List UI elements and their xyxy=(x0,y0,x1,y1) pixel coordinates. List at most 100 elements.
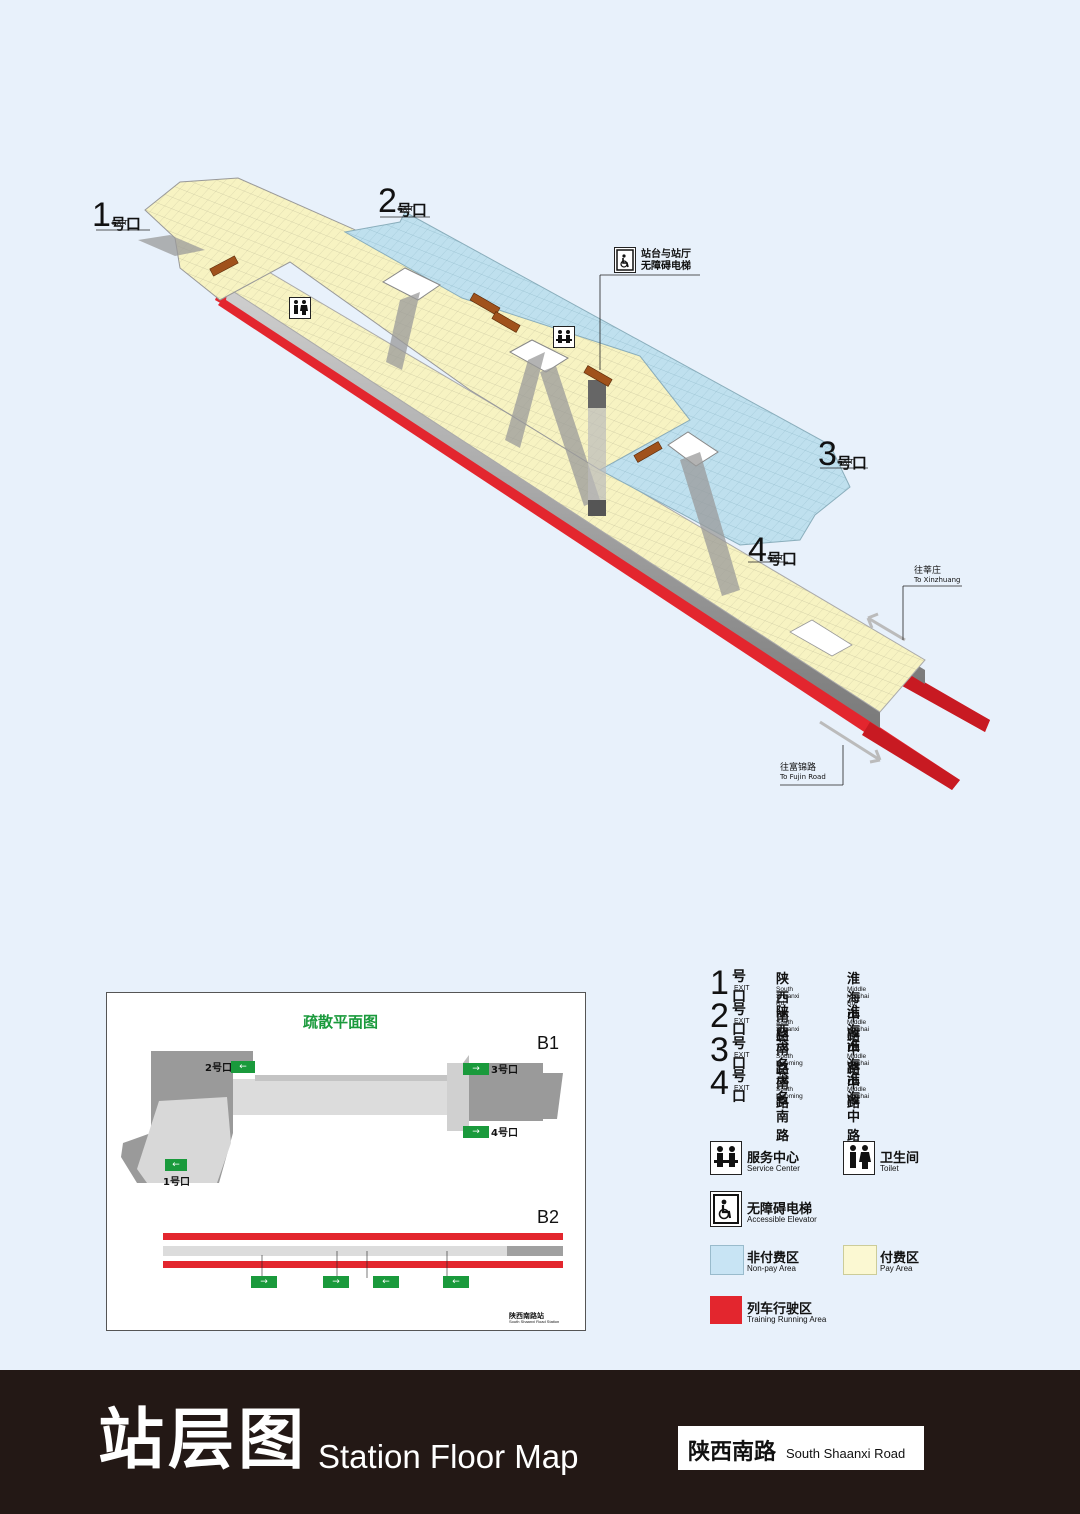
evac-station-zh: 陕西南路站 xyxy=(509,1312,544,1320)
elevator-callout: 站台与站厅 无障碍电梯 xyxy=(641,249,691,272)
evac-exit4-sign: → xyxy=(463,1126,489,1138)
legend-road1-zh: 陕西南路 xyxy=(776,1005,790,1077)
legend-road1-en: South Maoming Rd. xyxy=(776,1086,803,1107)
legend-road1-en: South Maoming Rd. xyxy=(776,1053,803,1074)
legend-running-swatch xyxy=(710,1296,742,1324)
escalators xyxy=(138,235,740,596)
legend-exit-en: EXIT xyxy=(734,1085,750,1092)
toilet-icon xyxy=(289,297,311,319)
legend-exit-en: EXIT xyxy=(734,985,750,992)
legend-exit-label: 号口 xyxy=(732,1036,746,1072)
station-name-box: 陕西南路 South Shaanxi Road xyxy=(678,1426,924,1470)
legend-zh: 服务中心 xyxy=(747,1151,800,1166)
evac-b2-sign-3: ← xyxy=(373,1276,399,1288)
exit-en: EXIT xyxy=(112,220,128,227)
evac-floor-shapes xyxy=(121,1051,563,1278)
direction-zh: 往莘庄 xyxy=(914,566,942,576)
map-exit-3: 3号口 EXIT xyxy=(818,437,867,471)
map-exit-2: 2号口 EXIT xyxy=(378,184,427,218)
legend-pay-swatch xyxy=(843,1245,877,1275)
direction-zh: 往富锦路 xyxy=(780,763,817,773)
evac-exit4-text: 4号口 xyxy=(491,1128,518,1139)
footer-bar: 站层图 Station Floor Map 陕西南路 South Shaanxi… xyxy=(0,1370,1080,1514)
evac-exit1-text: 1号口 xyxy=(163,1177,190,1188)
legend-road2-en: Middle Huaihai Rd. xyxy=(847,1019,870,1040)
legend-exit-en: EXIT xyxy=(734,1052,750,1059)
exit-label: 号口 xyxy=(836,454,867,472)
legend-zh: 卫生间 xyxy=(880,1151,920,1166)
legend-toilet-icon xyxy=(843,1141,875,1175)
legend-zh: 列车行驶区 xyxy=(747,1302,813,1317)
legend-road2-zh: 淮海中路 xyxy=(847,1005,861,1077)
evac-exit2-sign: ← xyxy=(231,1061,255,1073)
elevator-shaft xyxy=(588,380,606,516)
evac-exit3-label: 3号口 xyxy=(491,1061,518,1076)
legend-road1-zh: 陕西南路 xyxy=(776,972,790,1044)
exit-label: 号口 xyxy=(110,215,141,233)
map-exit-4: 4号口 EXIT xyxy=(748,533,797,567)
legend-road1-en: South Shaanxi Rd. xyxy=(776,986,800,1007)
direction-en: To Fujin Road xyxy=(780,773,826,782)
legend-exit-num: 4 xyxy=(710,1064,729,1102)
station-name-en: South Shaanxi Road xyxy=(786,1446,906,1461)
legend-exit-label: 号口 xyxy=(732,1069,746,1105)
callout-lines xyxy=(96,216,962,786)
legend-en: Toilet xyxy=(880,1164,899,1173)
legend-exit-num: 3 xyxy=(710,1031,729,1069)
legend-service-center-icon xyxy=(710,1141,742,1175)
evac-exit4-label: 4号口 xyxy=(491,1124,518,1139)
legend-road2-en: Middle Huaihai Rd. xyxy=(847,1053,870,1074)
service-center-icon xyxy=(553,326,575,348)
elevator-callout-line1: 站台与站厅 xyxy=(641,249,691,260)
legend-exit-label: 号口 xyxy=(732,969,746,1005)
direction-arrows xyxy=(819,612,906,764)
footer-title-zh: 站层图 xyxy=(98,1401,308,1478)
exit-label: 号口 xyxy=(396,201,427,219)
direction-fujin: 往富锦路 To Fujin Road xyxy=(780,763,826,781)
legend-en: Accessible Elevator xyxy=(747,1215,817,1224)
legend-zh: 无障碍电梯 xyxy=(747,1202,813,1217)
exit-en: EXIT xyxy=(838,459,854,466)
train-track-lower xyxy=(218,296,960,790)
legend-road2-en: Middle Huaihai Rd. xyxy=(847,1086,870,1107)
legend-road1-zh: 茂名南路 xyxy=(776,1072,790,1144)
evac-b2-sign-2: → xyxy=(323,1276,349,1288)
exit-number: 1 xyxy=(92,196,111,234)
direction-en: To Xinzhuang xyxy=(914,576,961,585)
legend-zh: 付费区 xyxy=(880,1251,920,1266)
legend-exit-num: 1 xyxy=(710,964,729,1002)
fare-gates xyxy=(209,255,663,463)
legend-nonpay-swatch xyxy=(710,1245,744,1275)
elevator-callout-line2: 无障碍电梯 xyxy=(641,260,691,272)
evac-exit2-label: 2号口 xyxy=(205,1059,232,1074)
evac-level-b1: B1 xyxy=(537,1033,560,1053)
evac-exit3-text: 3号口 xyxy=(491,1065,518,1076)
accessible-elevator-icon xyxy=(614,247,636,273)
legend-zh: 非付费区 xyxy=(747,1251,800,1266)
direction-xinzhuang: 往莘庄 To Xinzhuang xyxy=(914,566,961,584)
exit-en: EXIT xyxy=(398,206,414,213)
legend-en: Non-pay Area xyxy=(747,1264,796,1273)
evac-b2-sign-4: ← xyxy=(443,1276,469,1288)
exit-number: 2 xyxy=(378,182,397,220)
legend-road2-zh: 淮海中路 xyxy=(847,1039,861,1111)
evac-exit1-label: 1号口 xyxy=(163,1173,190,1188)
legend-en: Training Running Area xyxy=(747,1315,827,1324)
exit-number: 4 xyxy=(748,531,767,569)
legend-road2-zh: 淮海中路 xyxy=(847,1072,861,1144)
evac-level-b2: B2 xyxy=(537,1207,560,1227)
legend-accessible-elevator-icon xyxy=(710,1191,742,1227)
legend-exit-label: 号口 xyxy=(732,1002,746,1038)
map-exit-1: 1号口 EXIT xyxy=(92,198,141,232)
legend-road2-en: Middle Huaihai Rd. xyxy=(847,986,870,1007)
evac-station-en: South Shaanxi Road Station xyxy=(509,1319,560,1324)
evac-exit2-text: 2号口 xyxy=(205,1063,232,1074)
exit-number: 3 xyxy=(818,435,837,473)
evacuation-plan-panel: 疏散平面图 B1 B2 2号口 ← → 3号口 → 4号口 ← 1号口 → → … xyxy=(106,992,586,1331)
footer-title-en: Station Floor Map xyxy=(318,1438,579,1475)
legend-road1-zh: 茂名南路 xyxy=(776,1039,790,1111)
exit-label: 号口 xyxy=(766,550,797,568)
legend-en: Pay Area xyxy=(880,1264,913,1273)
exit-en: EXIT xyxy=(768,555,784,562)
